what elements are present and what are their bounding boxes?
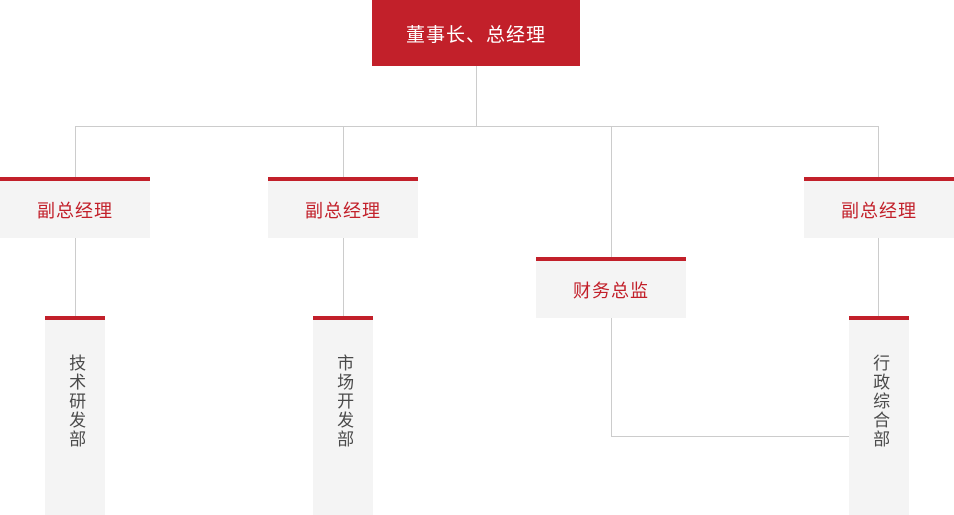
node-label: 市场开发部 [334,354,354,449]
node-label: 财务总监 [573,280,649,301]
connector-cfo-to-admin [611,436,849,437]
connector-bus-level2 [75,126,879,127]
node-label: 技术研发部 [66,354,86,449]
node-dept-market-development[interactable]: 市场开发部 [313,316,373,515]
connector-drop-vgm-1 [75,126,76,177]
node-vice-general-manager-2[interactable]: 副总经理 [268,177,418,238]
node-label: 副总经理 [841,200,917,221]
node-label: 副总经理 [37,200,113,221]
connector-stem-dept-1 [75,238,76,316]
node-vice-general-manager-3[interactable]: 副总经理 [804,177,954,238]
node-label: 副总经理 [305,200,381,221]
connector-drop-vgm-3 [878,126,879,177]
node-label: 行政综合部 [870,354,890,449]
connector-drop-cfo [611,126,612,257]
connector-root-stem [476,66,477,126]
connector-stem-dept-3 [878,238,879,316]
node-label: 董事长、总经理 [405,24,546,46]
node-chief-financial-officer[interactable]: 财务总监 [536,257,686,318]
connector-drop-vgm-2 [343,126,344,177]
node-dept-administration[interactable]: 行政综合部 [849,316,909,515]
node-chairman-general-manager[interactable]: 董事长、总经理 [372,0,580,66]
node-vice-general-manager-1[interactable]: 副总经理 [0,177,150,238]
connector-cfo-down [611,318,612,437]
node-dept-technical-rd[interactable]: 技术研发部 [45,316,105,515]
connector-stem-dept-2 [343,238,344,316]
